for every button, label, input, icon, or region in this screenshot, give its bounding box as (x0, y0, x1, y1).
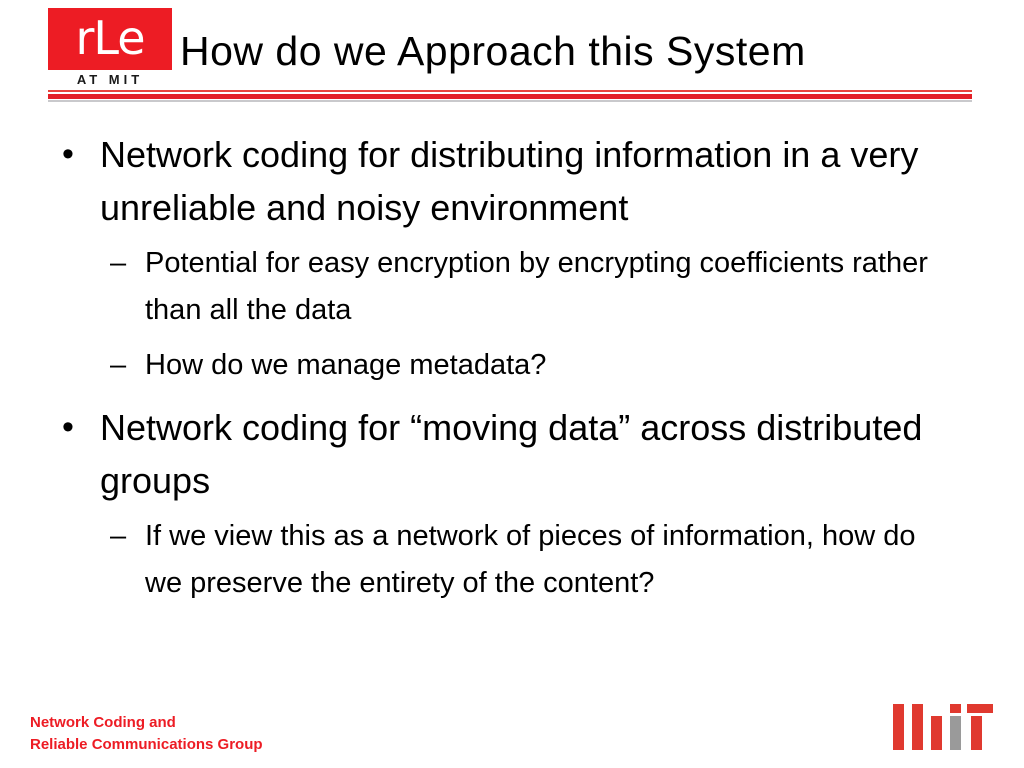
sub-bullet-item-2: – How do we manage metadata? (0, 342, 1024, 389)
mit-logo-bar-m-right (931, 716, 942, 750)
bullet-text: Network coding for distributing informat… (100, 134, 919, 228)
mit-logo (893, 704, 993, 750)
bullet-text: Network coding for “moving data” across … (100, 407, 923, 501)
bullet-item-2: • Network coding for “moving data” acros… (0, 401, 1024, 507)
sub-bullet-text: If we view this as a network of pieces o… (145, 520, 916, 599)
mit-logo-bar-t-stem (971, 716, 982, 750)
header-divider-rules (48, 90, 972, 106)
rle-logo-subtitle: AT MIT (76, 72, 144, 87)
sub-bullet-marker-dash: – (110, 247, 127, 279)
rle-logo-red-box (48, 8, 172, 70)
footer-credit-line-1: Network Coding and (30, 714, 176, 731)
sub-bullet-marker-dash: – (110, 349, 127, 381)
slide-footer: Network Coding and Reliable Communicatio… (0, 700, 1024, 768)
sub-bullet-text: How do we manage metadata? (145, 349, 547, 381)
rle-logo-wordmark: rLe (75, 11, 145, 65)
divider-rule-gap-upper (48, 93, 972, 94)
sub-bullet-text: Potential for easy encryption by encrypt… (145, 247, 928, 326)
bullet-marker-dot: • (62, 135, 74, 173)
mit-logo-bar-i-tittle (950, 704, 961, 713)
divider-rule-gap-lower (48, 99, 972, 100)
slide-title: How do we Approach this System (180, 28, 806, 74)
slide-header: rLe AT MIT How do we Approach this Syste… (0, 0, 1024, 118)
footer-credit-line-2: Reliable Communications Group (30, 736, 263, 753)
mit-logo-bar-m-left (893, 704, 904, 750)
divider-rule-grey-bottom (48, 100, 972, 102)
slide-content-list: • Network coding for distributing inform… (0, 128, 1024, 607)
sub-bullet-item-3: – If we view this as a network of pieces… (0, 513, 1024, 607)
mit-logo-bar-t-top (967, 704, 993, 713)
bullet-item-1: • Network coding for distributing inform… (0, 128, 1024, 234)
bullet-marker-dot: • (62, 408, 74, 446)
sub-bullet-marker-dash: – (110, 520, 127, 552)
divider-rule-thin-top (48, 90, 972, 92)
sub-bullet-item-1: – Potential for easy encryption by encry… (0, 240, 1024, 334)
mit-logo-bar-m-middle (912, 704, 923, 750)
mit-logo-bar-i-stem (950, 716, 961, 750)
rle-logo: rLe AT MIT (48, 8, 172, 100)
footer-group-credit: Network Coding and Reliable Communicatio… (30, 712, 263, 756)
divider-rule-thick-red (48, 94, 972, 99)
